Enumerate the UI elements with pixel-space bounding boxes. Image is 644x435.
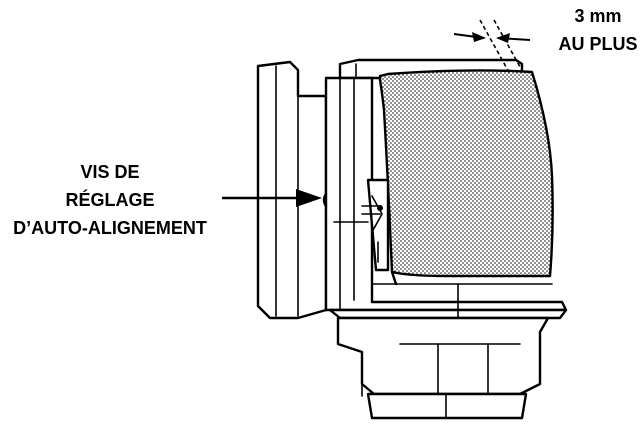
paper-sheet: [378, 69, 554, 286]
clearance-qualifier-label: AU PLUS: [558, 34, 637, 54]
rear-housing: [256, 60, 333, 320]
printer-body: [322, 58, 568, 420]
screw-label-line1: VIS DE: [80, 162, 139, 182]
screw-label-line3: D’AUTO-ALIGNEMENT: [13, 218, 207, 238]
dimension-arrow-right-icon: [496, 33, 510, 43]
dimension-arrow-left-icon: [472, 32, 486, 42]
screw-label-line2: RÉGLAGE: [65, 189, 154, 210]
clearance-value-label: 3 mm: [574, 6, 621, 26]
screw-pointer: [222, 189, 322, 207]
pointer-arrow-icon: [296, 189, 322, 207]
dimension-line-left: [479, 19, 511, 75]
clearance-dimension: [453, 19, 531, 75]
paper-guide-mechanism: [361, 178, 390, 272]
dimension-line-right: [493, 19, 525, 75]
